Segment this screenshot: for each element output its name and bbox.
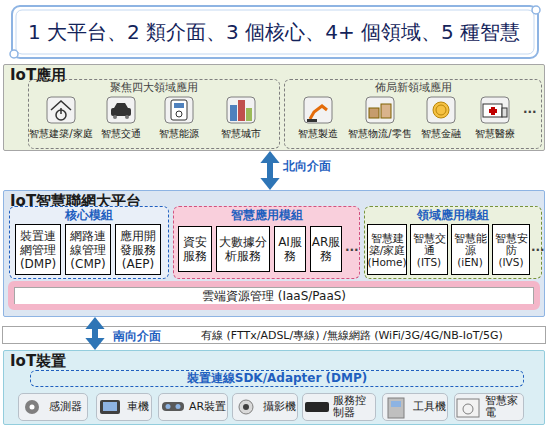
node-text: 工具機: [413, 401, 446, 413]
node-text: AR裝置: [189, 401, 226, 413]
cloud-band: [11, 284, 537, 307]
node-text: 攝影機: [263, 401, 296, 413]
module-box: AI服務: [274, 226, 306, 272]
module-box: AR服務: [310, 226, 342, 272]
module-group: 核心模組裝置連網管理 (DMP)網路連線管理 (CMP)應用開發服務 (AEP): [9, 206, 169, 279]
module-box: 資安服務: [178, 226, 212, 272]
node-text: 智慧製造: [298, 128, 338, 140]
app-icon: 智慧交通: [92, 96, 150, 140]
node-text: 佈局新領域應用: [285, 80, 541, 95]
node-text: 智慧能源: [159, 128, 199, 140]
node-text: 智慧建築/家庭: [29, 128, 92, 140]
device-box: 智慧家電: [454, 393, 524, 421]
module-group: 智慧應用模組資安服務大數據分析服務AI服務AR服務: [173, 206, 360, 279]
cloud-bar: 雲端資源管理 (IaaS/PaaS): [14, 287, 534, 305]
module-box: 應用開發服務 (AEP): [115, 224, 161, 275]
device-box: 感測器: [18, 393, 88, 421]
scroll-banner: [12, 6, 538, 58]
node-text: 智慧城市: [221, 128, 261, 140]
node-text: 智慧建築/家庭 (Home): [367, 232, 406, 268]
module-box: 裝置連網管理 (DMP): [15, 224, 61, 275]
module-box: 智慧安防 (IVS): [492, 224, 530, 275]
device-box: AR裝置: [158, 393, 228, 421]
scroll-curl: [10, 50, 18, 58]
node-text: 智慧交通: [101, 128, 141, 140]
node-text: AR服務: [311, 235, 341, 263]
app-icon: 智慧製造: [290, 96, 346, 140]
device-box: 服務控制器: [302, 393, 376, 421]
ellipsis-label: ...: [531, 240, 545, 254]
layer-band: IoT智慧聯網大平台核心模組裝置連網管理 (DMP)網路連線管理 (CMP)應用…: [3, 190, 545, 317]
device-box: 攝影機: [232, 393, 298, 421]
node-text: 核心模組: [10, 207, 168, 222]
node-text: 智慧能源 (iEN): [452, 232, 488, 268]
app-icon: 智慧醫療: [468, 96, 522, 140]
node-text: 大數據分析服務: [217, 235, 269, 263]
node-text: 智慧交通 (ITS): [411, 232, 447, 268]
interface-label: 南向介面: [113, 328, 161, 345]
network-bar: 有線 (FTTx/ADSL/專線) /無線網路 (WiFi/3G/4G/NB-I…: [2, 326, 546, 344]
scroll-curl: [532, 6, 540, 14]
module-box: 網路連線管理 (CMP): [65, 224, 111, 275]
device-box: 工具機: [382, 393, 448, 421]
node-text: 應用開發服務 (AEP): [116, 229, 160, 271]
app-icon: 智慧建築/家庭: [30, 96, 92, 140]
node-text: AI服務: [275, 235, 305, 263]
node-text: 裝置連線SDK/Adapter (DMP): [187, 370, 368, 387]
app-icon: 智慧城市: [208, 96, 274, 140]
diagram-title: 1 大平台、2 類介面、3 個核心、4+ 個領域、5 種智慧: [14, 10, 534, 54]
interface-label: 北向介面: [283, 158, 331, 175]
node-text: 資安服務: [179, 235, 211, 263]
node-text: 智慧金融: [421, 128, 461, 140]
group-box: 佈局新領域應用智慧製造智慧物流/零售智慧金融 智慧醫療: [284, 79, 542, 149]
module-box: 智慧能源 (iEN): [451, 224, 489, 275]
node-text: IoT裝置: [10, 352, 538, 370]
sdk-bar: 裝置連線SDK/Adapter (DMP): [30, 370, 524, 387]
node-text: 智慧醫療: [475, 128, 515, 140]
layer-band: IoT裝置裝置連線SDK/Adapter (DMP) 感測器 車機 AR裝置 攝影機 服務…: [3, 350, 545, 425]
device-box: 車機: [96, 393, 152, 421]
node-text: 智慧家電: [485, 395, 523, 419]
node-text: 網路連線管理 (CMP): [66, 229, 110, 271]
ellipsis-label: ...: [345, 240, 359, 254]
ellipsis-label: ...: [523, 102, 537, 116]
node-text: 有線 (FTTx/ADSL/專線) /無線網路 (WiFi/3G/4G/NB-I…: [201, 328, 503, 343]
node-text: 聚焦四大領域應用: [29, 80, 279, 95]
node-text: 裝置連網管理 (DMP): [16, 229, 60, 271]
node-text: 感測器: [49, 401, 82, 413]
app-icon: 智慧能源: [150, 96, 208, 140]
module-box: 智慧交通 (ITS): [410, 224, 448, 275]
interface-arrow: [267, 163, 273, 178]
node-text: 服務控制器: [333, 395, 375, 419]
node-text: 智慧應用模組: [174, 207, 359, 222]
module-group: 領域應用模組智慧建築/家庭 (Home)智慧交通 (ITS)智慧能源 (iEN)…: [364, 206, 542, 279]
module-box: 大數據分析服務: [216, 226, 270, 272]
node-text: 車機: [127, 401, 149, 413]
node-text: 領域應用模組: [365, 207, 541, 222]
app-icon: 智慧物流/零售: [346, 96, 414, 140]
layer-band: IoT應用聚焦四大領域應用智慧建築/家庭智慧交通 智慧能源 智慧城市 佈局新領域應用智…: [3, 64, 545, 151]
group-box: 聚焦四大領域應用智慧建築/家庭智慧交通 智慧能源 智慧城市: [28, 79, 280, 149]
module-box: 智慧建築/家庭 (Home): [367, 224, 407, 275]
node-text: 雲端資源管理 (IaaS/PaaS): [202, 288, 346, 305]
app-icon: 智慧金融: [414, 96, 468, 140]
node-text: 智慧安防 (IVS): [493, 232, 529, 268]
node-text: IoT應用: [10, 66, 538, 84]
node-text: 智慧物流/零售: [348, 128, 411, 140]
